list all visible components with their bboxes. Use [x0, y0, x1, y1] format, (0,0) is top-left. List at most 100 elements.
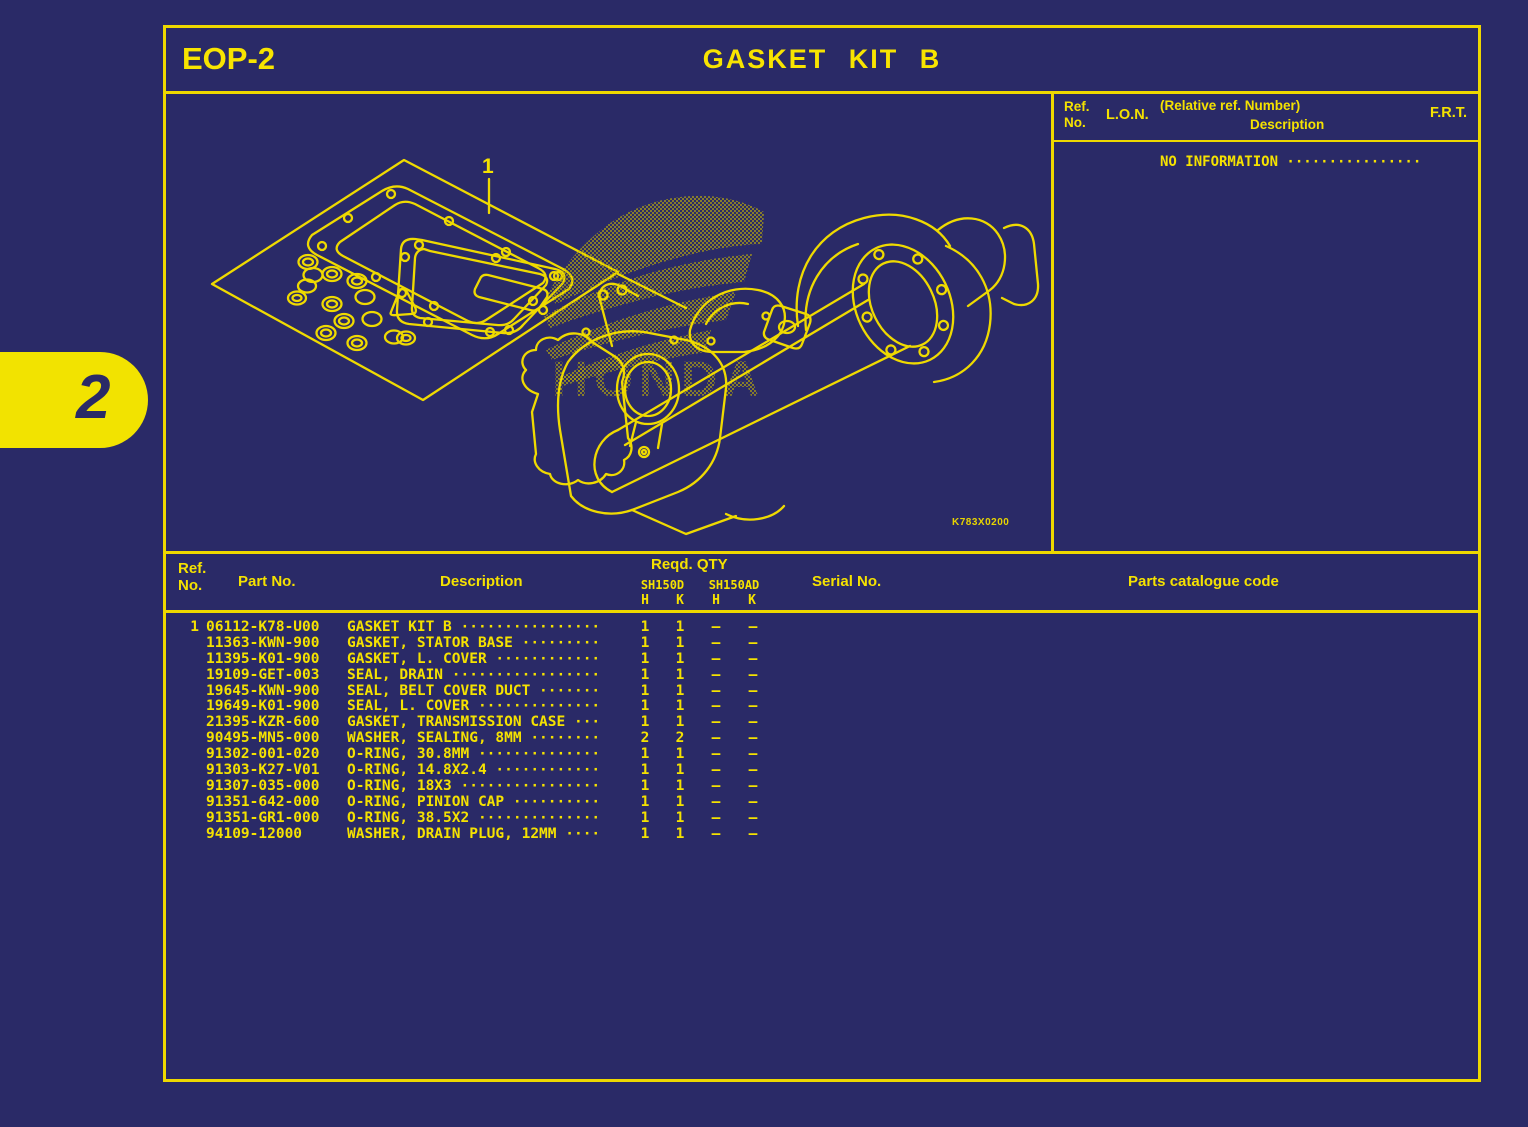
cell-qty-sh150ad-h: –: [711, 666, 721, 683]
qty-subcol-k1: K: [676, 593, 684, 608]
callout-1: 1: [482, 155, 494, 178]
cell-description: O-RING, 38.5X2 ··············: [347, 809, 601, 826]
cell-description: GASKET KIT B ················: [347, 619, 601, 635]
cell-qty-sh150ad-h: –: [711, 698, 721, 715]
parts-diagram: HONDA: [210, 155, 1040, 536]
o-rings: [286, 253, 417, 352]
cell-part-no: 91351-642-000: [206, 793, 320, 810]
cell-qty-sh150d-h: 1: [640, 698, 650, 715]
cell-qty-sh150ad-h: –: [711, 682, 721, 699]
cell-part-no: 19649-K01-900: [206, 698, 320, 715]
cell-qty-sh150ad-h: –: [711, 793, 721, 810]
cell-qty-sh150d-k: 1: [675, 777, 685, 794]
diagram-row: HONDA: [166, 94, 1478, 554]
cell-description: SEAL, L. COVER ··············: [347, 698, 601, 715]
info-description-label: Description: [1250, 117, 1325, 132]
diagram-area: HONDA: [166, 94, 1051, 551]
cell-ref-no: [166, 795, 206, 811]
table-row: 94109-12000 WASHER, DRAIN PLUG, 12MM ···…: [166, 825, 1478, 843]
cell-qty-sh150ad-h: –: [711, 619, 721, 635]
cell-ref-no: [166, 811, 206, 827]
title-bar: EOP-2 GASKET KIT B: [166, 28, 1478, 94]
cell-description: WASHER, SEALING, 8MM ········: [347, 730, 601, 747]
cell-qty-sh150d-k: 1: [675, 650, 685, 667]
table-row: 21395-KZR-600 GASKET, TRANSMISSION CASE …: [166, 714, 1478, 731]
col-description-label: Description: [440, 573, 523, 590]
cell-qty-sh150d-k: 1: [675, 666, 685, 683]
table-row: 91303-K27-V01 O-RING, 14.8X2.4 ·········…: [166, 762, 1478, 779]
table-row: 19109-GET-003 SEAL, DRAIN ··············…: [166, 666, 1478, 684]
page-index-tab[interactable]: 2: [0, 352, 148, 448]
cell-qty-sh150d-h: 1: [640, 777, 650, 794]
cell-qty-sh150ad-k: –: [748, 809, 758, 826]
cell-qty-sh150d-k: 1: [675, 762, 685, 779]
cell-ref-no: [166, 652, 206, 668]
cell-part-no: 91351-GR1-000: [206, 809, 320, 826]
cell-qty-sh150d-k: 1: [675, 793, 685, 810]
cell-description: O-RING, PINION CAP ··········: [347, 793, 601, 810]
cell-qty-sh150d-k: 1: [675, 809, 685, 826]
col-reqd-qty-label: Reqd. QTY: [651, 556, 728, 573]
cell-ref-no: [166, 636, 206, 652]
table-row: 90495-MN5-000 WASHER, SEALING, 8MM ·····…: [166, 730, 1478, 747]
col-serial-no-label: Serial No.: [812, 573, 882, 590]
cell-part-no: 19645-KWN-900: [206, 682, 320, 699]
cell-part-no: 94109-12000: [206, 825, 303, 842]
table-row: 91351-GR1-000 O-RING, 38.5X2 ···········…: [166, 809, 1478, 827]
cell-description: O-RING, 14.8X2.4 ············: [347, 762, 601, 779]
page-title: GASKET KIT B: [702, 44, 942, 74]
cell-ref-no: 1: [190, 619, 199, 635]
cell-part-no: 11363-KWN-900: [206, 634, 320, 651]
table-row: 91302-001-020 O-RING, 30.8MM ···········…: [166, 746, 1478, 763]
info-lon-label: L.O.N.: [1106, 107, 1149, 123]
cell-qty-sh150ad-k: –: [748, 634, 758, 651]
cell-ref-no: [166, 699, 206, 715]
cell-qty-sh150ad-k: –: [748, 730, 758, 747]
info-relative-ref-label: (Relative ref. Number): [1160, 98, 1301, 113]
col-part-no-label: Part No.: [238, 573, 296, 590]
cell-qty-sh150d-h: 1: [640, 650, 650, 667]
cell-description: SEAL, DRAIN ·················: [347, 666, 601, 683]
cell-description: GASKET, STATOR BASE ·········: [347, 634, 601, 651]
cell-qty-sh150ad-k: –: [748, 666, 758, 683]
cell-qty-sh150d-h: 1: [640, 762, 650, 779]
parts-table-header: Ref. No. Part No. Description Reqd. QTY …: [166, 554, 1478, 613]
page-code: EOP-2: [182, 41, 276, 76]
cell-description: GASKET, L. COVER ············: [347, 650, 601, 667]
table-row: 11395-K01-900 GASKET, L. COVER ·········…: [166, 650, 1478, 668]
cell-qty-sh150ad-k: –: [748, 619, 758, 635]
qty-subcol-h1: H: [641, 593, 649, 608]
cell-qty-sh150ad-k: –: [748, 714, 758, 731]
info-ref-no-label: Ref. No.: [1064, 99, 1090, 130]
cell-ref-no: [166, 731, 206, 747]
cell-ref-no: [166, 747, 206, 763]
cell-qty-sh150d-h: 1: [640, 682, 650, 699]
info-panel: Ref. No. L.O.N. (Relative ref. Number) D…: [1051, 94, 1478, 551]
cell-part-no: 91303-K27-V01: [206, 762, 320, 779]
cell-qty-sh150d-h: 1: [640, 634, 650, 651]
cell-qty-sh150d-k: 1: [675, 714, 685, 731]
col-parts-catalogue-code-label: Parts catalogue code: [1128, 573, 1279, 590]
cell-qty-sh150ad-k: –: [748, 746, 758, 763]
cell-description: WASHER, DRAIN PLUG, 12MM ····: [347, 825, 601, 842]
cell-qty-sh150d-h: 1: [640, 666, 650, 683]
engine-assembly: [487, 177, 1040, 536]
cell-qty-sh150d-h: 1: [640, 825, 650, 842]
cell-qty-sh150d-k: 1: [675, 634, 685, 651]
cell-qty-sh150d-k: 1: [675, 698, 685, 715]
cell-part-no: 06112-K78-U00: [206, 619, 320, 635]
table-row: 91351-642-000 O-RING, PINION CAP ·······…: [166, 793, 1478, 811]
cell-ref-no: [166, 668, 206, 684]
table-row: 1 06112-K78-U00 GASKET KIT B ···········…: [166, 619, 1478, 636]
cell-qty-sh150d-h: 1: [640, 714, 650, 731]
cell-ref-no: [166, 684, 206, 700]
cell-ref-no: [166, 827, 206, 843]
cell-part-no: 19109-GET-003: [206, 666, 320, 683]
cell-qty-sh150d-h: 1: [640, 809, 650, 826]
cell-description: O-RING, 18X3 ················: [347, 777, 601, 794]
cell-qty-sh150d-k: 2: [675, 730, 685, 747]
parts-table: Ref. No. Part No. Description Reqd. QTY …: [166, 554, 1478, 1079]
cell-qty-sh150ad-h: –: [711, 714, 721, 731]
qty-subcol-h2: H: [712, 593, 720, 608]
